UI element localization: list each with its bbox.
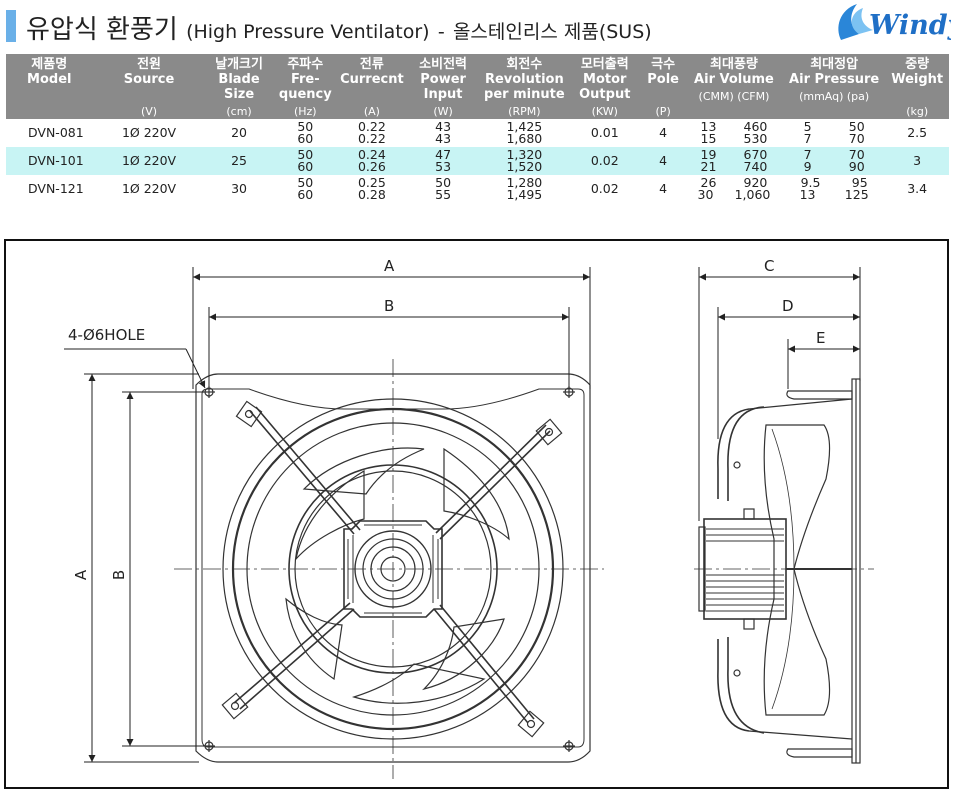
hole-callout: 4-Ø6HOLE [68, 326, 145, 344]
title-separator: - [437, 21, 445, 43]
hole-leader [185, 348, 206, 389]
bracket-pad [235, 400, 263, 428]
title-main: 유압식 환풍기 [26, 15, 178, 45]
cell-source: 1Ø 220V [121, 181, 177, 196]
cell-blade: 25 [205, 147, 273, 175]
side-blade [763, 424, 831, 716]
technical-drawing: A B 4-Ø6HOLE A B [4, 239, 949, 789]
cell-weight: 3.4 [907, 181, 928, 196]
cell-weight: 2.5 [907, 125, 928, 140]
cell-blade: 30 [231, 181, 247, 196]
mount-hole [203, 386, 215, 398]
side-view [694, 378, 874, 764]
title-suffix: 올스테인리스 제품(SUS) [452, 21, 652, 43]
bracket-pad [221, 692, 249, 720]
bracket-pad [517, 710, 545, 738]
title-english: (High Pressure Ventilator) [186, 21, 430, 43]
title-accent-bar [6, 10, 16, 42]
dim-label-B: B [384, 297, 394, 315]
cell-model: DVN-121 [28, 181, 84, 196]
page-title: 유압식 환풍기 (High Pressure Ventilator) - 올스테… [26, 9, 652, 46]
cell-blade: 20 [231, 125, 247, 140]
cell-kw: 0.01 [590, 125, 619, 140]
logo-text: Windy [869, 10, 951, 41]
fan-blade [351, 663, 486, 704]
cell-weight: 3 [885, 147, 949, 175]
front-view [174, 359, 604, 779]
cell-model: DVN-081 [28, 125, 84, 140]
fan-blade [294, 469, 365, 562]
mounting-plate [195, 373, 591, 763]
cell-source: 1Ø 220V [92, 147, 206, 175]
fan-blade [422, 618, 505, 691]
cell-kw: 0.02 [590, 181, 619, 196]
fan-blade [443, 447, 510, 541]
cell-pole: 4 [659, 181, 668, 196]
cell-pole: 4 [641, 147, 685, 175]
cell-kw: 0.02 [568, 147, 642, 175]
bracket-pad [535, 418, 563, 446]
mount-hole [203, 740, 215, 752]
mount-hole [563, 740, 575, 752]
fan-blade [285, 597, 343, 681]
dim-label-B-vertical: B [110, 570, 128, 580]
cell-model: DVN-101 [6, 147, 93, 175]
fan-blade [302, 447, 425, 495]
cell-source: 1Ø 220V [121, 125, 177, 140]
windy-logo: Windy [838, 4, 951, 41]
dim-label-A: A [384, 257, 395, 275]
dim-label-E: E [816, 329, 825, 347]
cell-pole: 4 [659, 125, 668, 140]
dim-label-D: D [782, 297, 794, 315]
motor-housing [343, 520, 443, 618]
mount-hole [563, 386, 575, 398]
dim-label-C: C [764, 257, 774, 275]
dim-label-A-vertical: A [72, 569, 90, 580]
title-bar: 유압식 환풍기 (High Pressure Ventilator) - 올스테… [6, 4, 826, 46]
